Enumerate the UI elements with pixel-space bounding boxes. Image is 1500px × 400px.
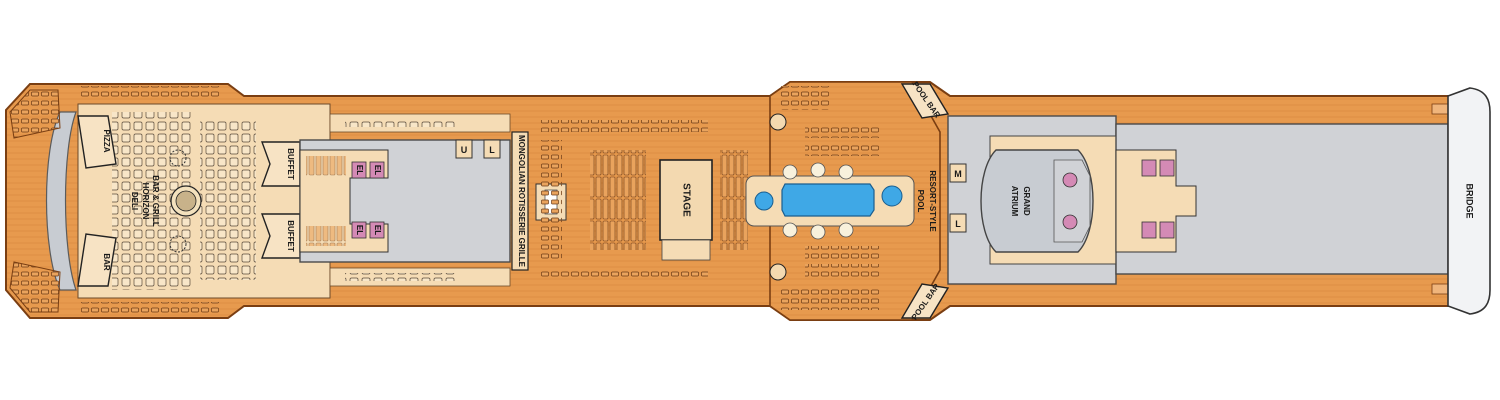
bar-label: BAR [102, 253, 111, 271]
pool-loungers-bottom-2 [805, 264, 881, 278]
loungers-bottom [540, 268, 708, 280]
stage-label: STAGE [680, 183, 691, 217]
elevator-label: EL [373, 225, 382, 235]
lido-seating-side [720, 150, 748, 250]
buffet-top-label: BUFFET [286, 148, 295, 180]
bar-counter [77, 233, 117, 287]
restroom-unisex: U [455, 139, 473, 159]
atrium-elevator-bottom [1062, 214, 1078, 230]
resort-pool-label-line1: RESORT-STYLE [928, 170, 937, 232]
stern-curve [45, 111, 77, 291]
pizza-label: PIZZA [102, 129, 111, 152]
pool-tables-bottom [780, 286, 880, 310]
aft-chairs-bottom [80, 302, 220, 314]
forward-elevators-overlay [1141, 159, 1175, 239]
loungers-top [540, 120, 708, 132]
elevator-label: EL [355, 225, 364, 235]
forward-stair-overlay [1115, 149, 1197, 253]
pool-tables-top [780, 86, 830, 110]
grand-atrium-label-line1: GRAND [1022, 186, 1031, 216]
horizon-label-line1: HORIZON [141, 183, 150, 220]
svg-text:L: L [489, 145, 495, 155]
svg-text:L: L [955, 219, 961, 229]
aft-windows-bottom [345, 273, 455, 281]
aft-elevators: EL EL EL EL [351, 161, 385, 239]
mongolian-label: MONGOLIAN ROTISSERIE GRILLE [517, 135, 526, 268]
rosette-top [169, 149, 187, 167]
resort-pool-label-line2: POOL [916, 190, 925, 213]
atrium-elevator-bank [1053, 159, 1091, 243]
tables-left-column [540, 140, 562, 262]
restroom-mens: M [949, 163, 967, 183]
aft-chairs-top [80, 86, 220, 98]
pool-loungers-top-2 [805, 142, 881, 156]
bridge: BRIDGE [1431, 87, 1491, 315]
forward-interior: M L GRAND ATRIUM [947, 115, 1117, 285]
rosette-bottom [169, 235, 187, 253]
lido-deck: STAGE [540, 120, 748, 280]
hot-tub [881, 185, 903, 207]
stage-steps [661, 239, 711, 261]
aft-windows-top [345, 119, 455, 127]
atrium-elevator-top [1062, 172, 1078, 188]
aft-stair-steps-top [306, 156, 346, 176]
elevator-label: EL [373, 165, 382, 175]
kiddie-pool [754, 191, 774, 211]
deli-label: DELI [130, 192, 139, 210]
pool-loungers-top [805, 124, 881, 138]
buffet-top-counter [261, 141, 301, 187]
aft-interior: EL EL EL EL U L [299, 113, 511, 287]
resort-pool-area: POOL BAR POOL BAR RESORT-STYLE POOL [745, 80, 950, 322]
umbrellas [782, 162, 854, 240]
aft-corner-seating-top [9, 89, 61, 139]
whirlpool-icon [769, 113, 787, 131]
pool-water [781, 183, 875, 217]
buffet-bottom-counter [261, 213, 301, 259]
restroom-ladies-aft: L [483, 139, 501, 159]
bridge-label: BRIDGE [1465, 183, 1475, 218]
svg-text:U: U [461, 145, 468, 155]
horizon-label-line2: BAR & GRILL [151, 175, 160, 227]
elevator-label: EL [355, 165, 364, 175]
pool-loungers-bottom [805, 246, 881, 260]
grand-atrium-label-line2: ATRIUM [1010, 186, 1019, 217]
svg-text:M: M [954, 169, 962, 179]
aft-corner-seating-bottom [9, 261, 61, 313]
lido-seating-main [590, 150, 646, 250]
restroom-ladies-fwd: L [949, 213, 967, 233]
aft-dining: PIZZA BAR DELI HORIZON BAR & GRILL BUFFE… [9, 86, 331, 314]
aft-stair-steps-bottom [306, 226, 346, 246]
dining-tables-right [200, 120, 256, 280]
buffet-bottom-label: BUFFET [286, 220, 295, 252]
whirlpool-icon [769, 263, 787, 281]
venue-seal [170, 185, 202, 217]
pizza-counter [77, 115, 117, 169]
bridge-structure [1447, 87, 1491, 315]
stage: STAGE [659, 159, 713, 241]
forward-core: EL EL EL EL [1115, 123, 1449, 275]
